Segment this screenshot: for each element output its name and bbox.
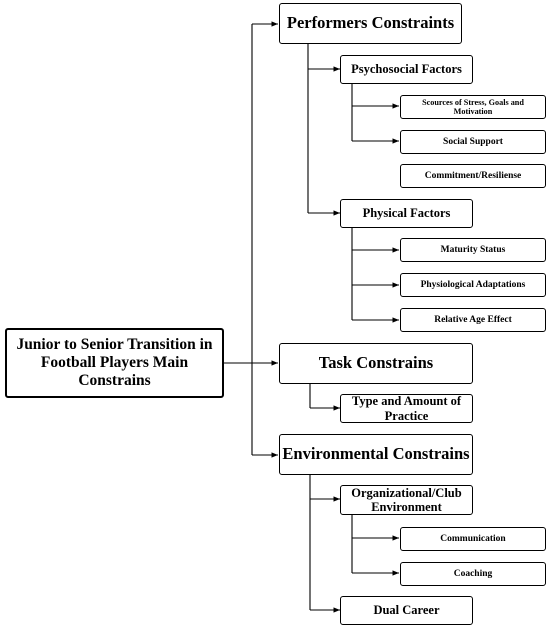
environmental-constrains-label: Environmental Constrains (282, 444, 470, 464)
physiological-adaptations-label: Physiological Adaptations (420, 279, 526, 290)
communication-label: Communication (440, 533, 506, 544)
organizational-club-environment-label: Organizational/Club Environment (351, 485, 462, 514)
performers-constraints-node: Performers Constraints (279, 3, 462, 44)
organizational-club-environment-node: Organizational/Club Environment (340, 485, 473, 515)
physiological-adaptations-node: Physiological Adaptations (400, 273, 546, 297)
task-constrains-node: Task Constrains (279, 343, 473, 384)
psychosocial-factors-label: Psychosocial Factors (351, 62, 462, 77)
commitment-resilience-label: Commitment/Resiliense (424, 170, 522, 181)
relative-age-effect-label: Relative Age Effect (434, 314, 512, 325)
maturity-status-label: Maturity Status (440, 244, 506, 255)
sources-of-stress-label: Scources of Stress, Goals and Motivation (422, 97, 524, 116)
maturity-status-node: Maturity Status (400, 238, 546, 262)
social-support-label: Social Support (443, 136, 503, 147)
root-node: Junior to Senior Transition in Football … (5, 328, 224, 398)
dual-career-node: Dual Career (340, 596, 473, 625)
dual-career-label: Dual Career (373, 603, 440, 618)
commitment-resilience-node: Commitment/Resiliense (400, 164, 546, 188)
performers-constraints-label: Performers Constraints (286, 13, 455, 33)
type-and-amount-of-practice-label: Type and Amount of Practice (351, 394, 462, 423)
communication-node: Communication (400, 527, 546, 551)
relative-age-effect-node: Relative Age Effect (400, 308, 546, 332)
task-constrains-label: Task Constrains (318, 353, 434, 373)
type-and-amount-of-practice-node: Type and Amount of Practice (340, 394, 473, 423)
coaching-node: Coaching (400, 562, 546, 586)
environmental-constrains-node: Environmental Constrains (279, 434, 473, 475)
social-support-node: Social Support (400, 130, 546, 154)
psychosocial-factors-node: Psychosocial Factors (340, 55, 473, 84)
physical-factors-node: Physical Factors (340, 199, 473, 228)
physical-factors-label: Physical Factors (362, 206, 451, 221)
root-label: Junior to Senior Transition in Football … (16, 336, 213, 389)
sources-of-stress-node: Scources of Stress, Goals and Motivation (400, 95, 546, 119)
coaching-label: Coaching (453, 568, 493, 579)
